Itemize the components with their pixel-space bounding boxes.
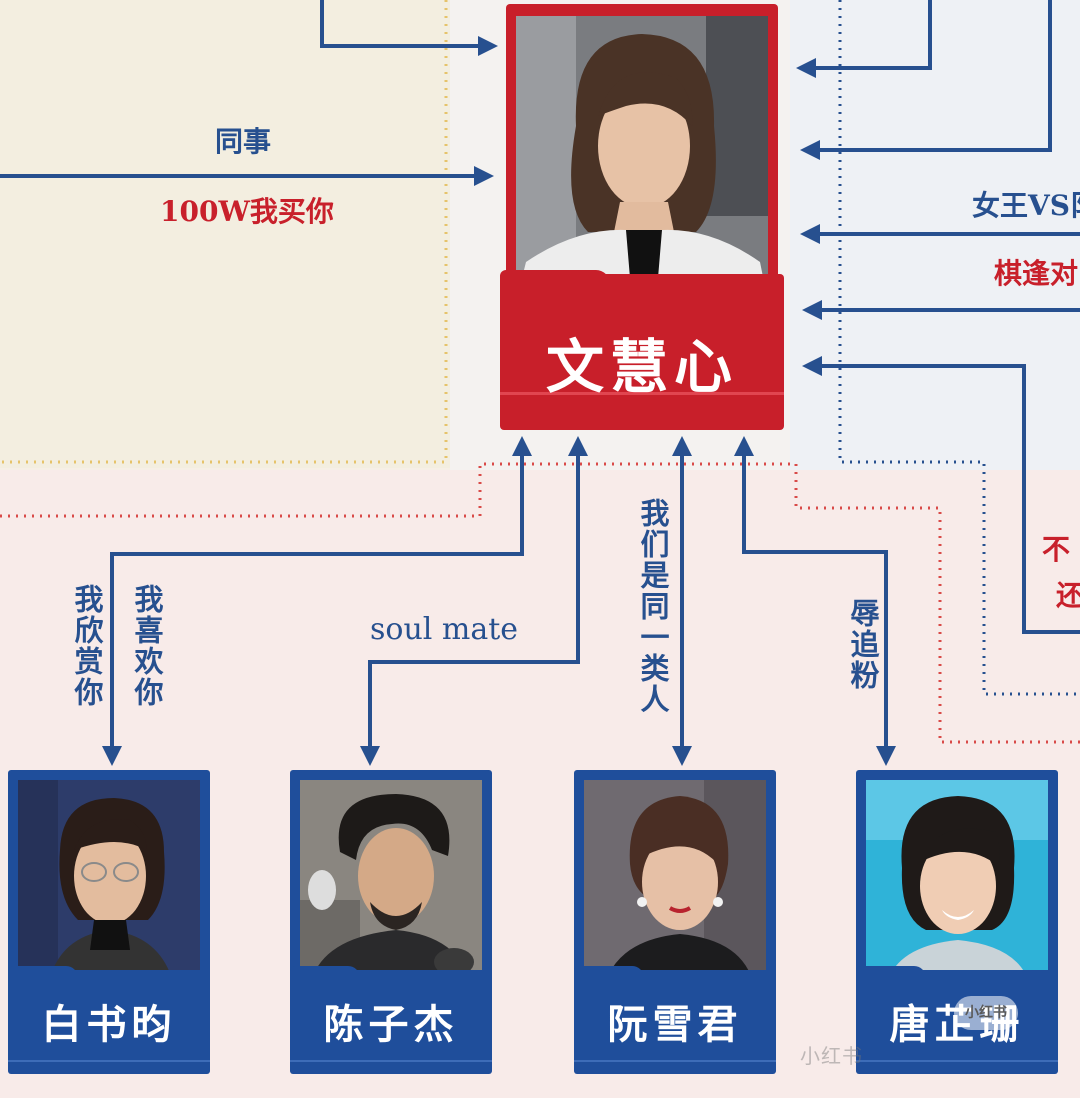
arrow-top-left <box>322 0 494 46</box>
center-name: 文慧心 <box>500 320 784 404</box>
label-match: 棋逢对 <box>994 252 1078 292</box>
label-colleague: 同事 <box>215 120 271 160</box>
watermark-text: 小红书 <box>800 1040 863 1069</box>
label-admire: 我欣赏你 <box>66 584 108 708</box>
label-hai: 还 <box>1056 574 1080 614</box>
card-name: 陈子杰 <box>290 992 492 1050</box>
portrait-woman-smiling-icon <box>866 780 1048 986</box>
label-like: 我喜欢你 <box>126 584 168 708</box>
person-card-tang[interactable]: 唐芷珊 <box>856 770 1058 1074</box>
dotted-border-blue <box>840 0 1080 694</box>
person-card-ruan[interactable]: 阮雪君 <box>574 770 776 1074</box>
label-buy-you: 100W我买你 <box>160 190 334 230</box>
label-same-kind: 我们是同一类人 <box>632 498 674 715</box>
portrait-man-curly-hair-icon <box>300 780 482 986</box>
center-person-card[interactable]: 文慧心 <box>500 4 784 430</box>
portrait-woman-glasses-icon <box>18 780 200 986</box>
card-name: 白书昀 <box>8 992 210 1050</box>
label-queen-vs: 女王VS阝 <box>972 184 1080 224</box>
arrow-chen <box>370 440 578 762</box>
label-soulmate: soul mate <box>370 612 518 647</box>
label-fan: 辱追粉 <box>842 598 884 691</box>
label-bu: 不 <box>1042 528 1070 568</box>
card-name: 阮雪君 <box>574 992 776 1050</box>
person-card-bai[interactable]: 白书昀 <box>8 770 210 1074</box>
portrait-woman-older-icon <box>584 780 766 986</box>
arrow-bai <box>112 440 522 762</box>
watermark-badge: 小红书 <box>954 996 1018 1030</box>
arrow-right-2 <box>804 0 1050 150</box>
person-card-chen[interactable]: 陈子杰 <box>290 770 492 1074</box>
arrow-right-5 <box>806 366 1080 632</box>
arrow-right-1 <box>800 0 930 68</box>
portrait-woman-short-hair-icon <box>516 16 768 302</box>
dotted-border-left <box>0 0 446 462</box>
